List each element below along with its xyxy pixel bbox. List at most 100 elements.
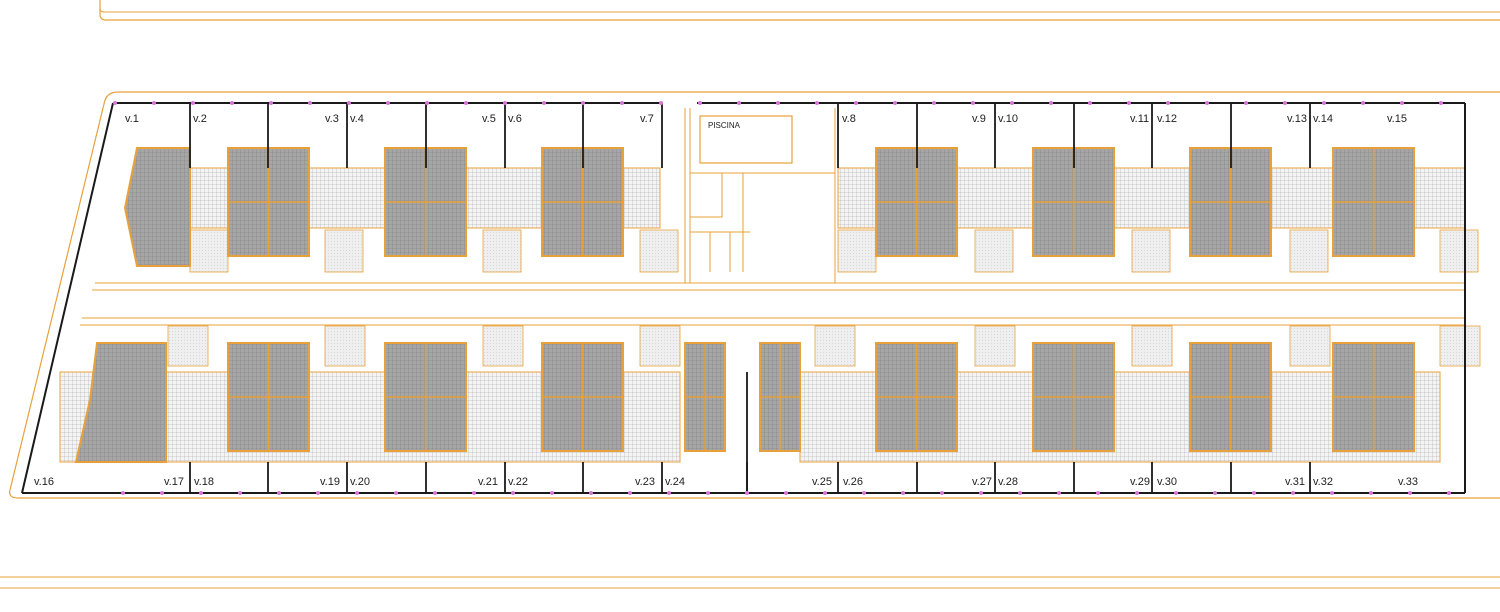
wall-joint: [121, 491, 125, 495]
unit-label: v.33: [1398, 476, 1418, 488]
wall-joint: [472, 491, 476, 495]
unit-label: v.21: [478, 476, 498, 488]
wall-joint: [589, 491, 593, 495]
patio-bottom: [1439, 325, 1481, 367]
pool-path: [684, 108, 691, 283]
wall-joint: [893, 101, 897, 105]
site-boundary: [9, 91, 1500, 499]
wall-joint: [815, 101, 819, 105]
wall-joint: [620, 101, 624, 105]
wall-joint: [979, 491, 983, 495]
wall-joint: [1369, 491, 1373, 495]
unit-label: v.25: [812, 476, 832, 488]
roof-ridge: [1333, 343, 1414, 451]
wall-joint: [932, 101, 936, 105]
house-roof-v1: [123, 147, 191, 267]
unit-label: v.22: [508, 476, 528, 488]
patio-bottom: [167, 325, 209, 367]
roof-ridge: [876, 343, 957, 451]
wall-joint: [269, 101, 273, 105]
wall-joint: [1057, 491, 1061, 495]
unit-label: v.31: [1285, 476, 1305, 488]
wall-joint: [113, 101, 117, 105]
roof-ridge: [685, 343, 725, 451]
unit-label: v.1: [125, 113, 139, 125]
patio-top: [837, 229, 877, 273]
wall-joint: [823, 491, 827, 495]
wall-joint: [1174, 491, 1178, 495]
patio-bottom: [814, 325, 856, 367]
wall-joint: [1213, 491, 1217, 495]
wall-joint: [1439, 101, 1443, 105]
pool-outline: [699, 115, 793, 164]
wall-joint: [971, 101, 975, 105]
roof-ridge: [1190, 343, 1271, 451]
wall-joint: [940, 491, 944, 495]
road-edge-top: [99, 0, 1500, 21]
unit-label: v.19: [320, 476, 340, 488]
roof-ridge: [228, 343, 309, 451]
unit-label: v.2: [193, 113, 207, 125]
wall-joint: [1205, 101, 1209, 105]
patio-bottom: [1131, 325, 1173, 367]
road-outline: [0, 0, 1500, 589]
wall-joint: [1096, 491, 1100, 495]
wall-joint: [1361, 101, 1365, 105]
wall-joint: [347, 101, 351, 105]
patio-top: [189, 229, 229, 273]
unit-label: v.27: [972, 476, 992, 488]
wall-joint: [542, 101, 546, 105]
unit-label: v.3: [325, 113, 339, 125]
wall-joint: [394, 491, 398, 495]
roof-ridge: [1033, 343, 1114, 451]
wall-joint: [425, 101, 429, 105]
patio-bottom: [324, 325, 366, 367]
wall-joint: [862, 491, 866, 495]
wall-joint: [1166, 101, 1170, 105]
wall-joint: [706, 491, 710, 495]
wall-joint: [238, 491, 242, 495]
wall-joint: [1330, 491, 1334, 495]
wall-joint: [776, 101, 780, 105]
unit-label: v.15: [1387, 113, 1407, 125]
wall-joint: [1088, 101, 1092, 105]
wall-joint: [581, 101, 585, 105]
pool-annex: [689, 108, 836, 283]
wall-joint: [191, 101, 195, 105]
wall-joint: [503, 101, 507, 105]
wall-joint: [1291, 491, 1295, 495]
wall-joint: [784, 491, 788, 495]
unit-label: v.16: [34, 476, 54, 488]
unit-label: v.7: [640, 113, 654, 125]
patio-top: [1289, 229, 1329, 273]
patio-bottom: [974, 325, 1016, 367]
wall-joint: [667, 491, 671, 495]
wall-joint: [550, 491, 554, 495]
wall-joint: [1244, 101, 1248, 105]
wall-joint: [386, 101, 390, 105]
unit-label: v.32: [1313, 476, 1333, 488]
wall-joint: [1322, 101, 1326, 105]
unit-label: v.18: [194, 476, 214, 488]
wall-joint: [1049, 101, 1053, 105]
unit-label: v.6: [508, 113, 522, 125]
wall-joint: [1010, 101, 1014, 105]
wall-joint: [355, 491, 359, 495]
patio-top: [974, 229, 1014, 273]
wall-joint: [199, 491, 203, 495]
wall-joint: [628, 491, 632, 495]
roof-ridge: [760, 343, 800, 451]
patio-bottom: [639, 325, 681, 367]
boundary-walls: [21, 101, 1466, 495]
patio-top: [324, 229, 364, 273]
wall-joint: [659, 101, 663, 105]
wall-joint: [1252, 491, 1256, 495]
house-roof-v16: [74, 342, 167, 463]
wall-joint: [511, 491, 515, 495]
wall-joint: [1135, 491, 1139, 495]
road-edge-top-inner: [99, 0, 1500, 13]
unit-label: v.24: [665, 476, 685, 488]
patio-top: [1131, 229, 1171, 273]
patio-bottom: [1289, 325, 1331, 367]
